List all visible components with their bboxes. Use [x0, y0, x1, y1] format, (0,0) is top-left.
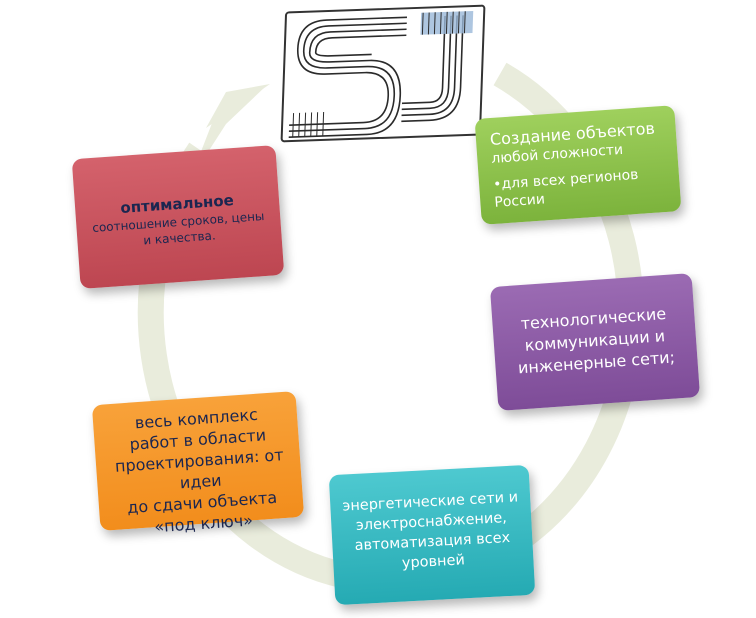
node-optimal: оптимальное соотношение сроков, цены и к… [71, 145, 285, 289]
sj-logo-icon [280, 4, 486, 143]
node-design-text: весь комплекс работ в области проектиров… [96, 401, 304, 541]
cycle-arrowhead-tip [206, 84, 270, 128]
sj-logo-graphic [288, 10, 474, 138]
node-communications: технологические коммуникации и инженерны… [489, 273, 701, 411]
node-construction: Создание объектов любой сложности •для в… [474, 105, 682, 225]
node-energy: энергетические сети и электроснабжение, … [328, 464, 536, 606]
